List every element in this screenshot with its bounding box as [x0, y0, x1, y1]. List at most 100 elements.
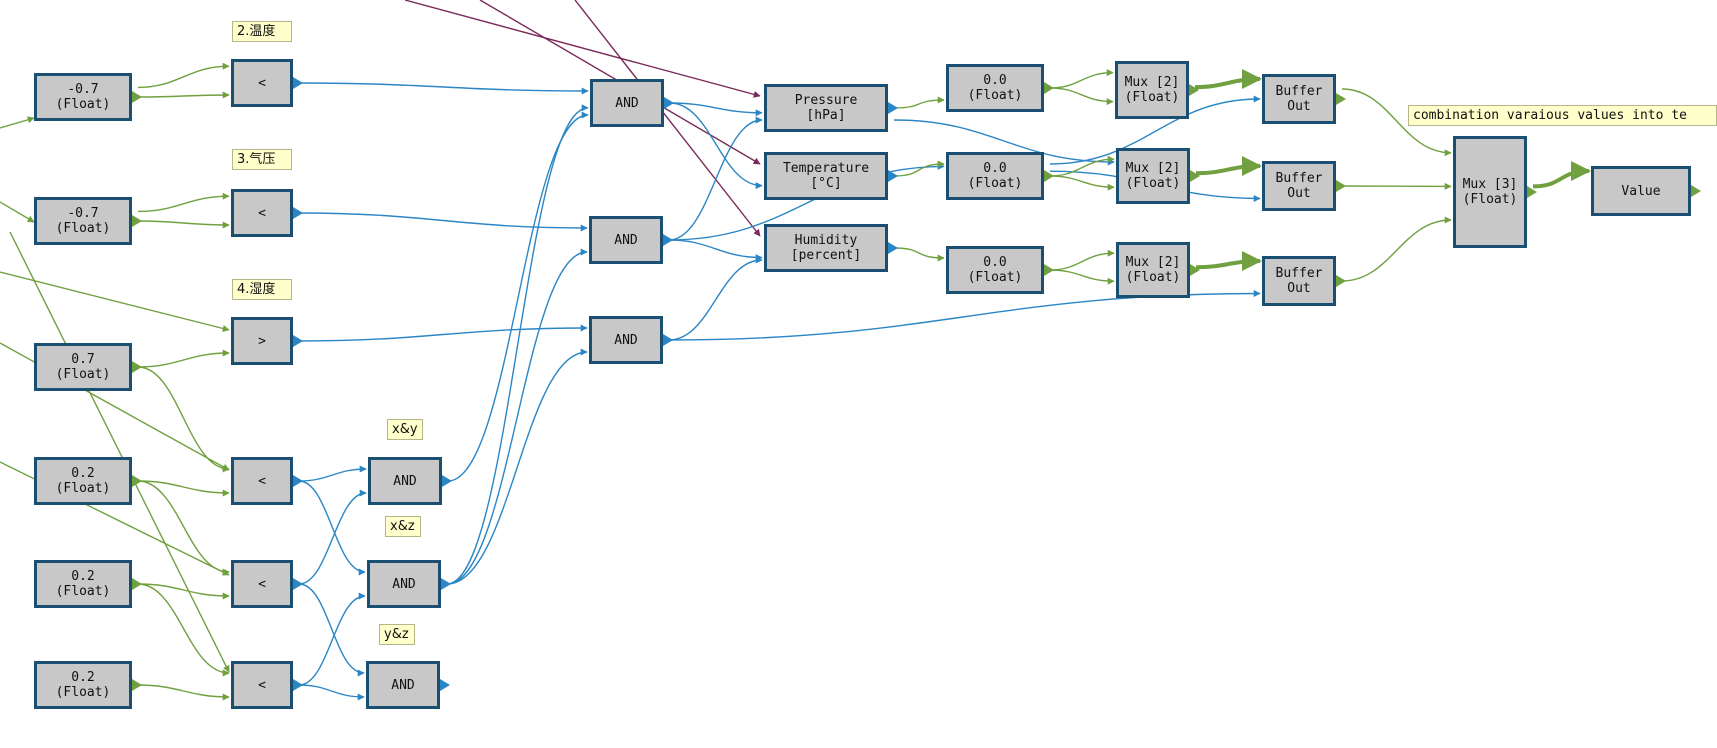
output-port[interactable] — [888, 242, 898, 254]
note-xy: x&y — [387, 419, 423, 440]
note-pressure: 3.气压 — [232, 149, 292, 170]
constant-node[interactable]: -0.7 (Float) — [34, 73, 132, 121]
output-port[interactable] — [132, 91, 142, 103]
output-port[interactable] — [132, 578, 142, 590]
output-port[interactable] — [664, 97, 674, 109]
mux2-node[interactable]: Mux [2] (Float) — [1116, 148, 1190, 204]
output-port[interactable] — [1336, 275, 1346, 287]
green-wire — [1049, 249, 1115, 271]
output-port[interactable] — [888, 170, 898, 182]
output-port[interactable] — [293, 77, 303, 89]
green-wire — [893, 96, 945, 109]
green-wire — [137, 220, 230, 229]
constant-node[interactable]: 0.2 (Float) — [34, 661, 132, 709]
comparator-node[interactable]: < — [231, 189, 293, 237]
and-gate-node[interactable]: AND — [366, 661, 440, 709]
comparator-node[interactable]: < — [231, 661, 293, 709]
output-port[interactable] — [441, 578, 451, 590]
green-wire — [137, 62, 230, 89]
constant-node[interactable]: -0.7 (Float) — [34, 197, 132, 245]
blue-wire — [298, 212, 588, 232]
blue-wire — [668, 256, 763, 341]
output-port[interactable] — [888, 102, 898, 114]
output-port[interactable] — [132, 679, 142, 691]
blue-wire — [298, 480, 366, 576]
comparator-node[interactable]: > — [231, 317, 293, 365]
buffer-out-node[interactable]: Buffer Out — [1262, 161, 1336, 211]
and-gate-node[interactable]: AND — [368, 457, 442, 505]
comparator-node[interactable]: < — [231, 457, 293, 505]
output-port[interactable] — [1336, 180, 1346, 192]
mux2-node[interactable]: Mux [2] (Float) — [1115, 61, 1189, 119]
output-port[interactable] — [1190, 170, 1200, 182]
output-port[interactable] — [1336, 93, 1346, 105]
blue-wire — [668, 290, 1261, 341]
blue-wire — [669, 102, 763, 190]
output-port[interactable] — [663, 334, 673, 346]
mux2-node[interactable]: Mux [2] (Float) — [1116, 242, 1190, 298]
output-port[interactable] — [1527, 186, 1537, 198]
output-port[interactable] — [293, 679, 303, 691]
green-wire — [893, 247, 945, 262]
green-wire — [137, 192, 230, 213]
output-port[interactable] — [293, 578, 303, 590]
humidity-sensor-node[interactable]: Humidity [percent] — [764, 224, 888, 272]
output-port[interactable] — [1044, 264, 1054, 276]
default-value-node[interactable]: 0.0 (Float) — [946, 246, 1044, 294]
value-output-node[interactable]: Value — [1591, 166, 1691, 216]
output-port[interactable] — [1691, 185, 1701, 197]
default-value-node[interactable]: 0.0 (Float) — [946, 152, 1044, 200]
output-port[interactable] — [132, 475, 142, 487]
output-port[interactable] — [293, 475, 303, 487]
constant-node[interactable]: 0.7 (Float) — [34, 343, 132, 391]
temperature-sensor-node[interactable]: Temperature [°C] — [764, 152, 888, 200]
green-wire — [137, 366, 230, 473]
green-wire — [1049, 69, 1114, 89]
default-value-node[interactable]: 0.0 (Float) — [946, 64, 1044, 112]
output-port[interactable] — [440, 679, 450, 691]
and-gate-node[interactable]: AND — [589, 316, 663, 364]
output-port[interactable] — [1190, 264, 1200, 276]
blue-wire — [298, 583, 365, 677]
and-gate-node[interactable]: AND — [589, 216, 663, 264]
green-wire — [137, 583, 230, 600]
blue-wire — [298, 324, 588, 342]
note-yz: y&z — [379, 624, 415, 645]
and-gate-node[interactable]: AND — [590, 79, 664, 127]
output-port[interactable] — [293, 207, 303, 219]
green-wire — [9, 231, 230, 673]
note-temperature: 2.温度 — [232, 21, 292, 42]
blue-wire — [668, 116, 763, 241]
note-combination: combination varaious values into te — [1408, 105, 1717, 126]
blue-wire — [298, 489, 367, 585]
blue-wire — [447, 111, 589, 482]
output-port[interactable] — [1044, 82, 1054, 94]
pressure-sensor-node[interactable]: Pressure [hPa] — [764, 84, 888, 132]
output-port[interactable] — [1044, 170, 1054, 182]
green-wire — [893, 160, 945, 177]
comparator-node[interactable]: < — [231, 59, 293, 107]
constant-node[interactable]: 0.2 (Float) — [34, 457, 132, 505]
buffer-out-node[interactable]: Buffer Out — [1262, 256, 1336, 306]
buffer-out-node[interactable]: Buffer Out — [1262, 74, 1336, 124]
green-wire — [1049, 87, 1114, 106]
green-wire — [0, 116, 35, 129]
output-port[interactable] — [442, 475, 452, 487]
output-port[interactable] — [132, 215, 142, 227]
and-gate-node[interactable]: AND — [367, 560, 441, 608]
green-wire — [137, 480, 230, 576]
output-port[interactable] — [293, 335, 303, 347]
note-xz: x&z — [385, 516, 421, 537]
blue-wire — [298, 465, 367, 482]
green-wire — [0, 271, 230, 332]
blue-wire — [298, 684, 365, 701]
output-port[interactable] — [1189, 84, 1199, 96]
constant-node[interactable]: 0.2 (Float) — [34, 560, 132, 608]
output-port[interactable] — [132, 361, 142, 373]
output-port[interactable] — [663, 234, 673, 246]
comparator-node[interactable]: < — [231, 560, 293, 608]
green-wire — [1049, 269, 1115, 285]
green-wire — [1341, 88, 1452, 157]
mux3-node[interactable]: Mux [3] (Float) — [1453, 136, 1527, 248]
